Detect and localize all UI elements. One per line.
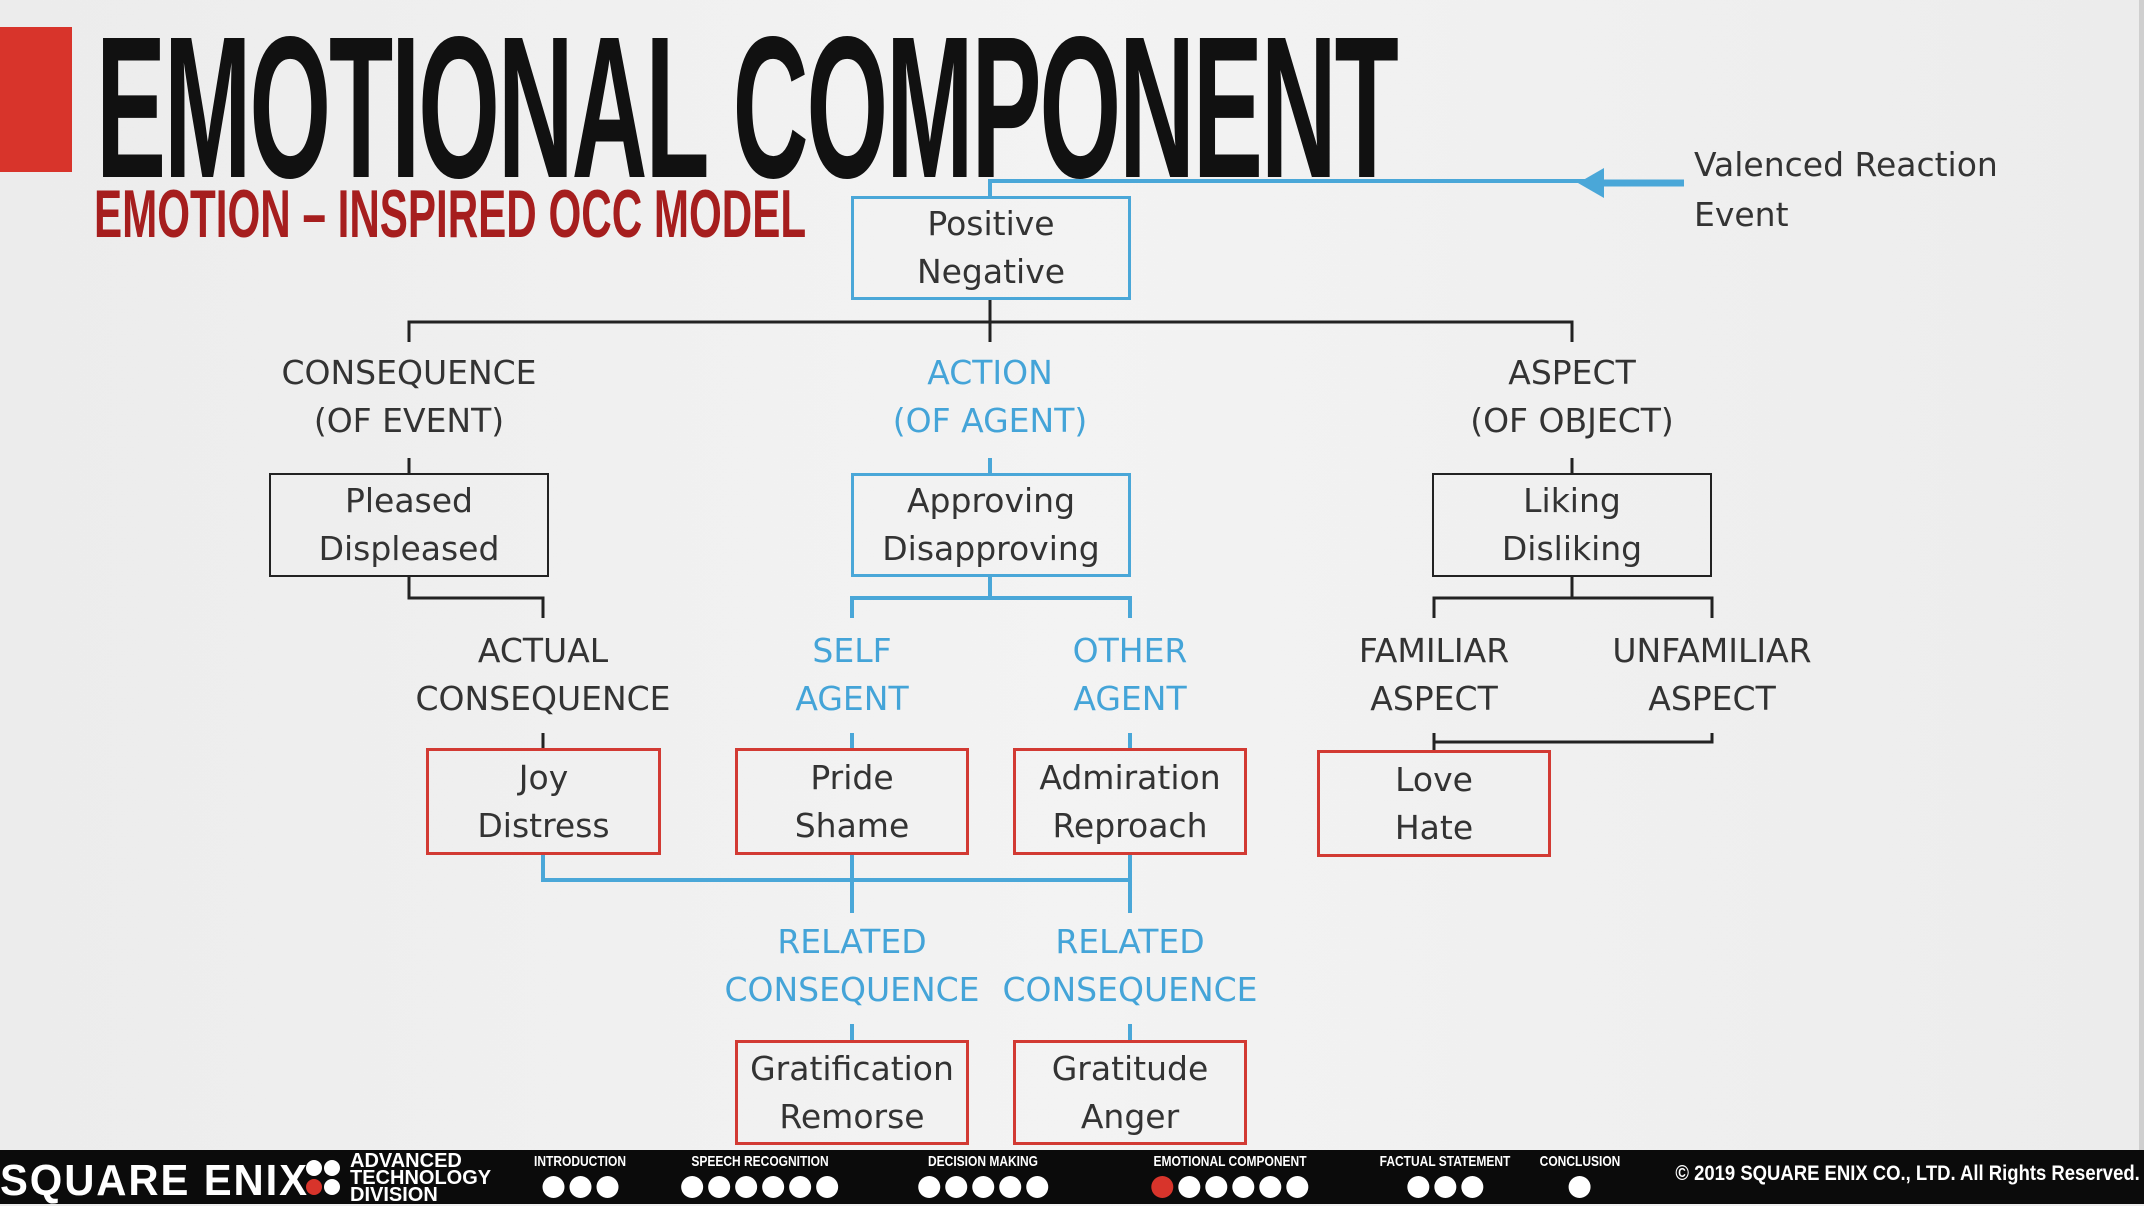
copyright-notice: © 2019 SQUARE ENIX CO., LTD. All Rights …	[1675, 1162, 2140, 1185]
approving-disapproving-box: Approving Disapproving	[851, 473, 1131, 577]
progress-dots	[523, 1176, 638, 1198]
pride-shame-box: Pride Shame	[735, 748, 969, 855]
positive-negative-box: Positive Negative	[851, 196, 1131, 300]
pleased-displeased-box: Pleased Displeased	[269, 473, 549, 577]
consequence-of-event-label: CONSEQUENCE(OF EVENT)	[281, 353, 537, 440]
atd-logo-icon	[306, 1160, 340, 1195]
slide-subtitle: EMOTION – INSPIRED OCC MODEL	[94, 176, 807, 252]
nav-conclusion[interactable]: CONCLUSION	[1530, 1150, 1631, 1198]
atd-division-label: ADVANCED TECHNOLOGY DIVISION	[350, 1150, 492, 1206]
valenced-connector	[988, 179, 1600, 198]
valenced-arrowhead	[1578, 168, 1604, 198]
aspect-sub-bar	[1432, 596, 1714, 618]
footer-bar: SQUARE ENIX ADVANCED TECHNOLOGY DIVISION…	[0, 1150, 2144, 1206]
gratification-remorse-box: Gratification Remorse	[735, 1040, 969, 1145]
joy-distress-box: Joy Distress	[426, 748, 661, 855]
progress-dots	[674, 1176, 846, 1198]
admiration-reproach-box: Admiration Reproach	[1013, 748, 1247, 855]
joy-to-related-bar	[541, 855, 1130, 882]
pleased-to-actual	[407, 577, 545, 618]
love-hate-box: Love Hate	[1317, 750, 1551, 857]
title-accent-bar	[0, 27, 72, 172]
progress-dots	[1134, 1176, 1325, 1198]
progress-dots	[1363, 1176, 1526, 1198]
nav-decision-making[interactable]: DECISION MAKING	[914, 1150, 1052, 1198]
nav-factual-statement[interactable]: FACTUAL STATEMENT	[1363, 1150, 1526, 1198]
nav-speech-recognition[interactable]: SPEECH RECOGNITION	[674, 1150, 846, 1198]
gratitude-anger-box: Gratitude Anger	[1013, 1040, 1247, 1145]
aspect-merge-bar	[1432, 733, 1714, 744]
liking-disliking-box: Liking Disliking	[1432, 473, 1712, 577]
action-of-agent-label: ACTION(OF AGENT)	[892, 353, 1088, 440]
square-enix-logo: SQUARE ENIX	[0, 1156, 309, 1205]
nav-introduction[interactable]: INTRODUCTION	[523, 1150, 638, 1198]
slide-right-edge	[2139, 0, 2144, 1150]
progress-dots	[1530, 1176, 1631, 1198]
valenced-reaction-label: Valenced Reaction Event	[1694, 145, 1998, 234]
progress-dots	[914, 1176, 1052, 1198]
agent-bar	[850, 596, 1132, 618]
aspect-of-object-label: ASPECT(OF OBJECT)	[1470, 353, 1674, 440]
nav-emotional-component[interactable]: EMOTIONAL COMPONENT	[1134, 1150, 1325, 1198]
diagram-connectors	[407, 168, 1714, 1040]
slide-title: EMOTIONAL COMPONENT	[96, 0, 1399, 220]
